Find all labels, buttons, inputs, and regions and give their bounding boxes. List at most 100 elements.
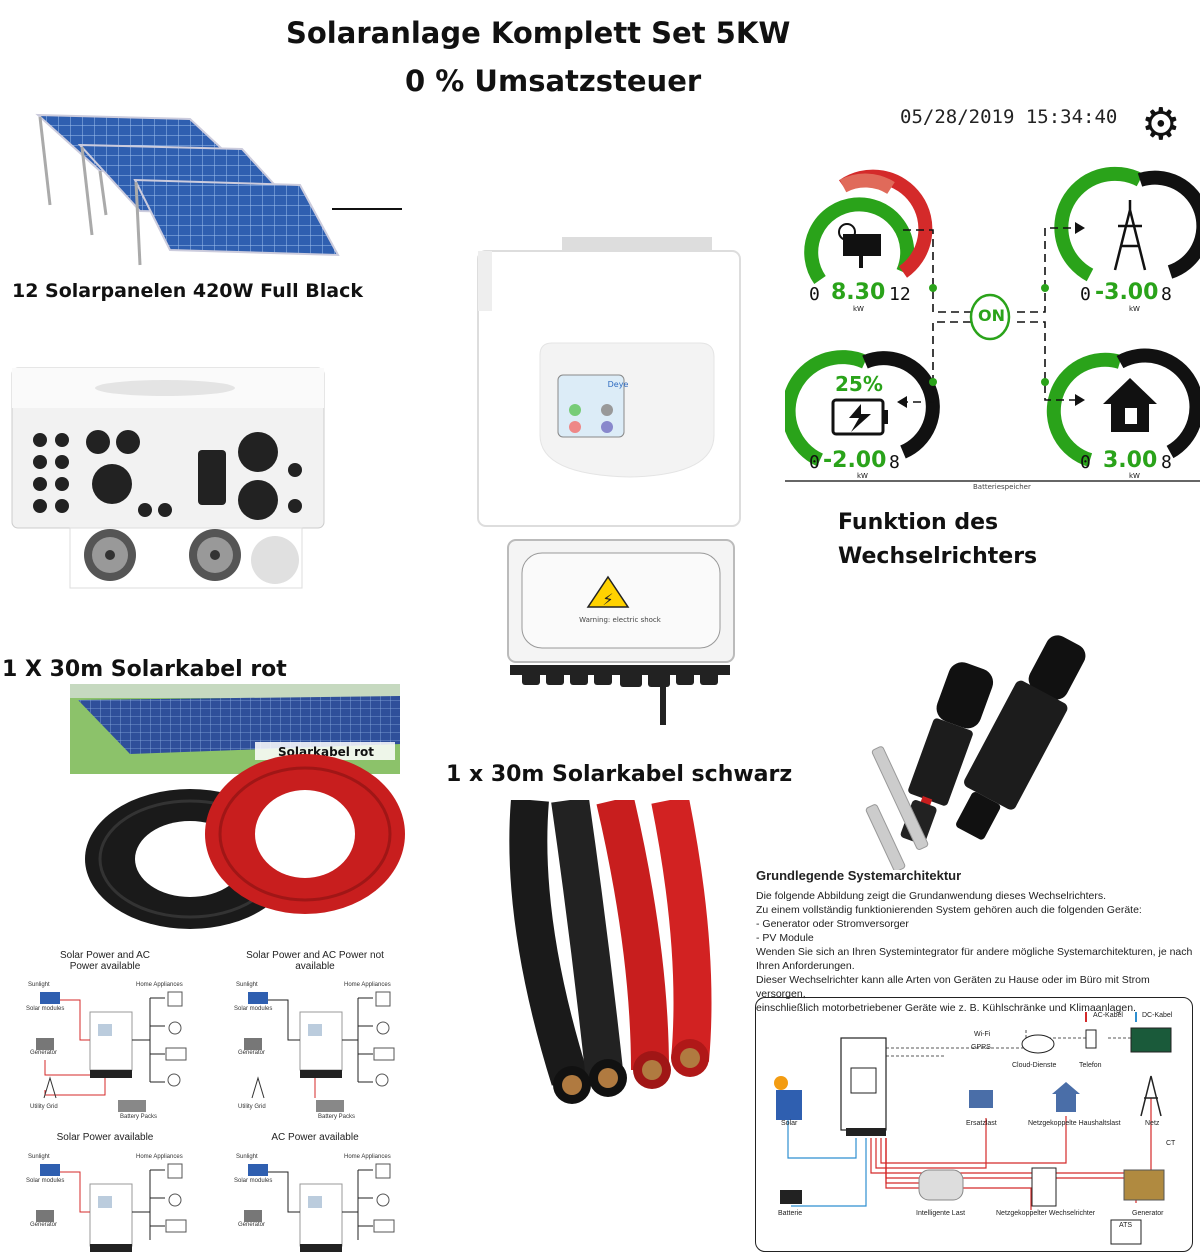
grid-inverter-icon xyxy=(1031,1167,1057,1207)
cable-black-label: 1 x 30m Solarkabel schwarz xyxy=(446,762,793,787)
mini-grid: Utility Grid xyxy=(30,1104,58,1110)
battery-box-image xyxy=(11,367,325,589)
cloud-icon xyxy=(1021,1034,1055,1054)
solar-max: 12 xyxy=(889,284,911,305)
architecture-diagram: AC-Kabel DC-Kabel Wi-Fi GPRS Cloud-Diens… xyxy=(755,997,1193,1252)
mini-generator: Generator xyxy=(238,1050,266,1056)
monitor-display: 05/28/2019 15:34:40 ⚙ xyxy=(785,100,1200,495)
house-icon xyxy=(1103,378,1157,432)
mini-modules: Solar modules xyxy=(234,1178,273,1184)
power-tower-icon xyxy=(1113,200,1147,271)
svg-text:⚡: ⚡ xyxy=(602,590,613,609)
mini-generator: Generator xyxy=(30,1050,58,1056)
mini-home: Home Appliances xyxy=(344,1154,391,1160)
mini-home: Home Appliances xyxy=(136,1154,183,1160)
function-label: Funktion des Wechselrichters xyxy=(838,510,1038,569)
tower-small-icon xyxy=(1140,1075,1162,1117)
monitor-datetime: 05/28/2019 15:34:40 xyxy=(900,106,1118,128)
on-indicator xyxy=(969,293,1011,341)
load-gauge xyxy=(1046,348,1200,467)
mini-home: Home Appliances xyxy=(136,982,183,988)
mini-sunlight: Sunlight xyxy=(236,982,258,988)
mini-title: AC Power available xyxy=(271,1132,359,1143)
mini-generator: Generator xyxy=(238,1222,266,1228)
solar-panel-icon xyxy=(838,223,881,268)
mini-diagram-2: Solar Power and AC Power not available S… xyxy=(220,950,420,1125)
house-small-icon xyxy=(1052,1082,1080,1112)
architecture-line: - PV Module xyxy=(756,932,814,944)
mini-sunlight: Sunlight xyxy=(28,982,50,988)
ats-box xyxy=(1110,1219,1142,1245)
legend-dc: DC-Kabel xyxy=(1142,1012,1173,1019)
inverter-symbol xyxy=(840,1037,887,1136)
mini-battery: Battery Packs xyxy=(318,1114,356,1120)
architecture-section: Grundlegende Systemarchitektur Die folge… xyxy=(756,868,1196,1015)
monitor-footer: Batteriespeicher xyxy=(973,483,1031,491)
black-cable-image xyxy=(509,800,712,1104)
battery-icon xyxy=(831,398,888,436)
wifi-label: Wi-Fi xyxy=(974,1031,991,1038)
mini-sunlight: Sunlight xyxy=(28,1154,50,1160)
red-cable-image: Solarkabel rot xyxy=(70,684,405,929)
grid-min: 0 xyxy=(1080,284,1091,305)
monitor-icon xyxy=(1130,1027,1172,1053)
battery-min: 0 xyxy=(809,452,820,473)
legend-ac: AC-Kabel xyxy=(1093,1012,1123,1019)
mini-diagram-4: AC Power available Sunlight Home Applian… xyxy=(220,1130,420,1256)
monitor-center-status: ON xyxy=(978,306,1005,325)
battery-unit: kW xyxy=(857,472,868,480)
computer-icon xyxy=(969,1090,993,1108)
load-value: 3.00 xyxy=(1103,448,1158,473)
solar-panels-image xyxy=(35,113,402,266)
architecture-line: Die folgende Abbildung zeigt die Grundan… xyxy=(756,890,1107,902)
inverter-warning: Warning: electric shock xyxy=(579,616,662,624)
page-subtitle: 0 % Umsatzsteuer xyxy=(405,64,702,98)
red-cable-coil xyxy=(205,754,405,914)
ct-label: CT xyxy=(1166,1140,1176,1147)
grid-max: 8 xyxy=(1161,284,1172,305)
mini-title: Solar Power and AC Power available xyxy=(59,950,151,972)
architecture-line: Wenden Sie sich an Ihren Systemintegrato… xyxy=(756,946,1193,958)
battery-value: -2.00 xyxy=(823,448,887,473)
mini-modules: Solar modules xyxy=(234,1006,273,1012)
load-min: 0 xyxy=(1080,452,1091,473)
mini-modules: Solar modules xyxy=(26,1178,65,1184)
fan-right-icon xyxy=(189,529,241,581)
mini-battery: Battery Packs xyxy=(120,1114,158,1120)
ats-label: ATS xyxy=(1119,1222,1133,1229)
mini-title: Solar Power and AC Power not available xyxy=(246,950,384,972)
fan-left-icon xyxy=(84,529,136,581)
backup-label: Ersatzlast xyxy=(966,1120,997,1127)
inverter-image: Deye ⚡ Warning: electric shock xyxy=(477,237,741,725)
load-max: 8 xyxy=(1161,452,1172,473)
grid-unit: kW xyxy=(1129,305,1140,313)
battery-small-icon xyxy=(780,1190,802,1204)
battery-percent: 25% xyxy=(835,372,883,396)
boiler-icon xyxy=(918,1169,964,1201)
architecture-title: Grundlegende Systemarchitektur xyxy=(756,868,962,883)
battery-label: Batterie xyxy=(778,1210,803,1217)
page-title: Solaranlage Komplett Set 5KW xyxy=(286,16,791,50)
architecture-line: Zu einem vollständig funktionierenden Sy… xyxy=(756,904,1142,916)
generator-label: Generator xyxy=(1132,1210,1164,1217)
architecture-line: Ihren Anforderungen. xyxy=(756,960,855,972)
solar-value: 8.30 xyxy=(831,280,886,305)
mini-title: Solar Power available xyxy=(56,1132,154,1143)
home-load-label: Netzgekoppelte Haushaltslast xyxy=(1028,1120,1121,1127)
load-unit: kW xyxy=(1129,472,1140,480)
solar-gauge xyxy=(804,169,933,285)
solar-label: Solar xyxy=(781,1120,798,1127)
cloud-label: Cloud-Dienste xyxy=(1012,1062,1057,1069)
gear-icon[interactable]: ⚙ xyxy=(1141,99,1181,150)
mc4-connectors-image xyxy=(865,635,1086,870)
grid-gauge xyxy=(1054,166,1200,282)
mini-sunlight: Sunlight xyxy=(236,1154,258,1160)
cable-ends xyxy=(553,1039,709,1104)
grid-value: -3.00 xyxy=(1095,280,1159,305)
architecture-line: - Generator oder Stromversorger xyxy=(756,918,909,930)
phone-label: Telefon xyxy=(1079,1062,1102,1069)
cable-red-label: 1 X 30m Solarkabel rot xyxy=(2,657,287,682)
battery-gauge xyxy=(785,350,940,467)
grid-label: Netz xyxy=(1145,1120,1160,1127)
mini-modules: Solar modules xyxy=(26,1006,65,1012)
